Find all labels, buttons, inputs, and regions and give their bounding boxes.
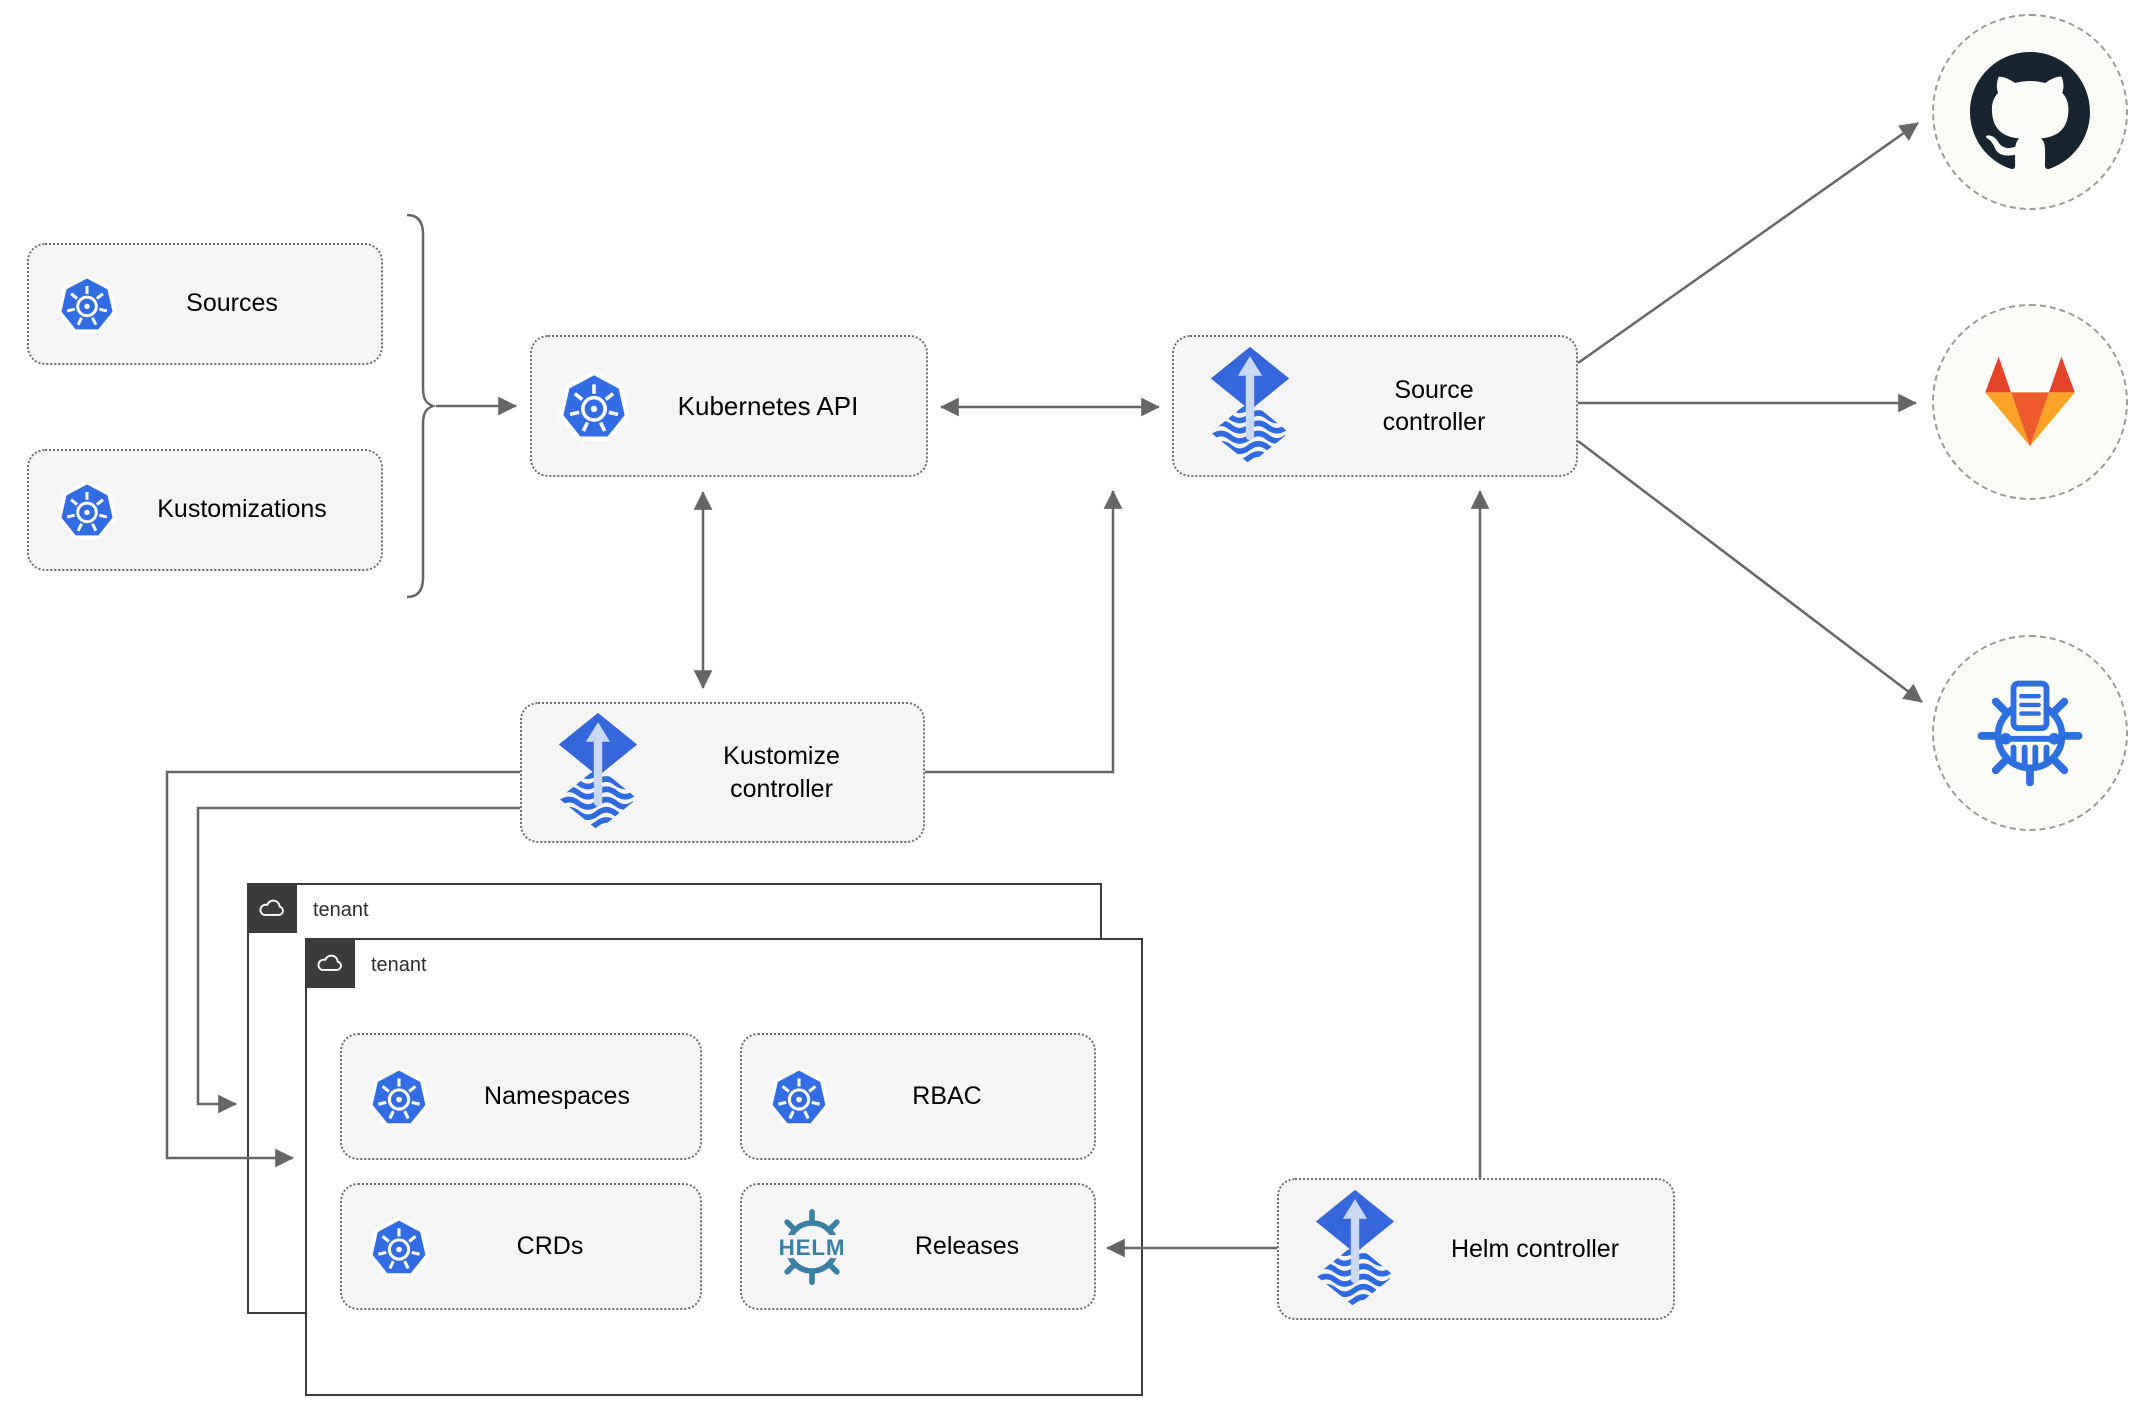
edge-sourcectrl-to-github bbox=[1577, 121, 1919, 365]
tenant-outer-tab bbox=[247, 883, 297, 933]
node-namespaces-label: Namespaces bbox=[484, 1081, 630, 1110]
github-octocat-icon bbox=[1970, 52, 2090, 172]
chart-museum-wheel-icon bbox=[1967, 670, 2093, 796]
node-kubernetes-api-label: Kubernetes API bbox=[677, 390, 859, 421]
endpoint-chart-repository bbox=[1932, 635, 2128, 831]
node-source-controller: Source controller bbox=[1172, 335, 1578, 477]
node-helm-controller: Helm controller bbox=[1277, 1178, 1675, 1320]
endpoint-gitlab bbox=[1932, 304, 2128, 500]
node-kustomize-controller: Kustomize controller bbox=[520, 702, 925, 843]
cloud-icon bbox=[315, 953, 345, 974]
edge-kustomizectrl-to-sourcectrl bbox=[925, 490, 1123, 774]
node-crds-label: CRDs bbox=[516, 1231, 584, 1260]
tenant-group-inner: tenant bbox=[305, 938, 1143, 1396]
node-releases-label: Releases bbox=[914, 1231, 1020, 1260]
endpoint-github bbox=[1932, 14, 2128, 210]
tenant-inner-label: tenant bbox=[371, 954, 427, 976]
flux-icon bbox=[1313, 1188, 1397, 1311]
node-sources: Sources bbox=[27, 243, 383, 365]
flux-icon bbox=[1208, 345, 1292, 468]
node-releases: Releases bbox=[740, 1183, 1096, 1310]
cloud-icon bbox=[257, 898, 287, 919]
gitlab-tanuki-icon bbox=[1974, 352, 2086, 453]
kubernetes-icon bbox=[558, 370, 630, 442]
node-source-controller-label: Source controller bbox=[1382, 375, 1486, 437]
kubernetes-icon bbox=[57, 274, 117, 334]
node-kubernetes-api: Kubernetes API bbox=[530, 335, 928, 477]
node-rbac: RBAC bbox=[740, 1033, 1096, 1160]
node-sources-label: Sources bbox=[186, 289, 278, 318]
node-crds: CRDs bbox=[340, 1183, 702, 1310]
node-kustomizations-label: Kustomizations bbox=[157, 495, 327, 524]
helm-wheel-icon bbox=[760, 1199, 864, 1295]
kubernetes-icon bbox=[57, 480, 117, 540]
edge-sourcectrl-to-chartrepo bbox=[1577, 440, 1923, 703]
tenant-outer-label: tenant bbox=[313, 899, 369, 921]
node-kustomizations: Kustomizations bbox=[27, 449, 383, 571]
node-helm-controller-label: Helm controller bbox=[1450, 1234, 1620, 1263]
brace-sources-group bbox=[406, 213, 437, 599]
flux-icon bbox=[556, 711, 640, 834]
kubernetes-icon bbox=[768, 1066, 830, 1128]
node-namespaces: Namespaces bbox=[340, 1033, 702, 1160]
kubernetes-icon bbox=[368, 1066, 430, 1128]
kubernetes-icon bbox=[368, 1216, 430, 1278]
tenant-inner-tab bbox=[305, 938, 355, 988]
node-kustomize-controller-label: Kustomize controller bbox=[723, 742, 840, 803]
node-rbac-label: RBAC bbox=[912, 1081, 982, 1110]
